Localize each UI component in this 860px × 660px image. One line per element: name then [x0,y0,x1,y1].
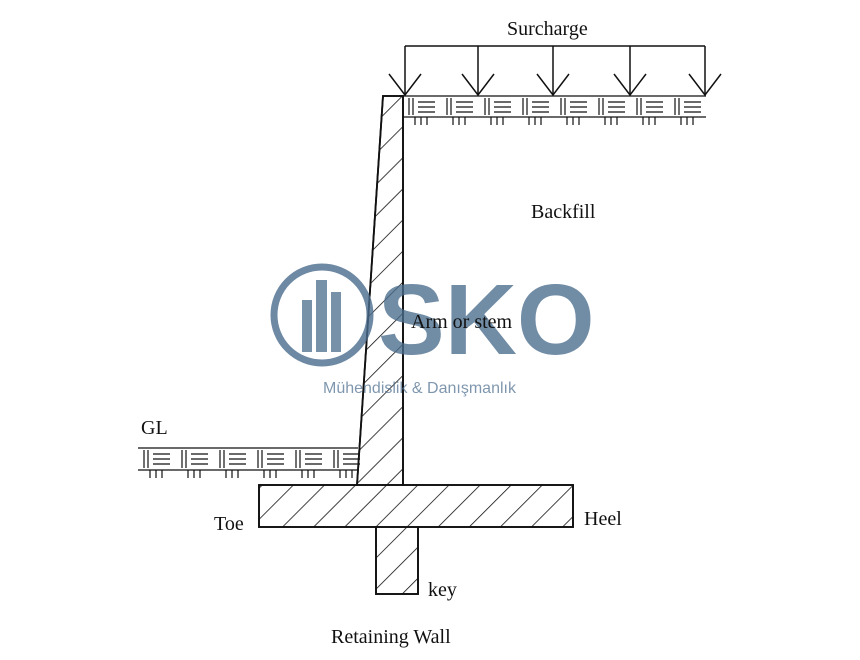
diagram-caption: Retaining Wall [331,626,451,648]
stem-label: Arm or stem [411,311,513,333]
backfill-label: Backfill [531,201,596,223]
backfill-soil-band [403,95,706,125]
gl-label: GL [141,417,168,439]
wall-base-slab [258,484,574,528]
key-label: key [428,579,457,601]
shear-key [375,526,419,595]
surcharge-label: Surcharge [507,18,588,40]
building-circle-icon [270,263,374,367]
ground-level-soil-band [138,447,360,478]
toe-label: Toe [214,513,244,535]
watermark-tagline: Mühendislik & Danışmanlık [323,380,517,397]
watermark: SKO Mühendislik & Danışmanlık [270,263,595,397]
retaining-wall [258,95,574,595]
heel-label: Heel [584,508,622,530]
surcharge-load [388,45,722,97]
watermark-brand: SKO [378,264,595,376]
